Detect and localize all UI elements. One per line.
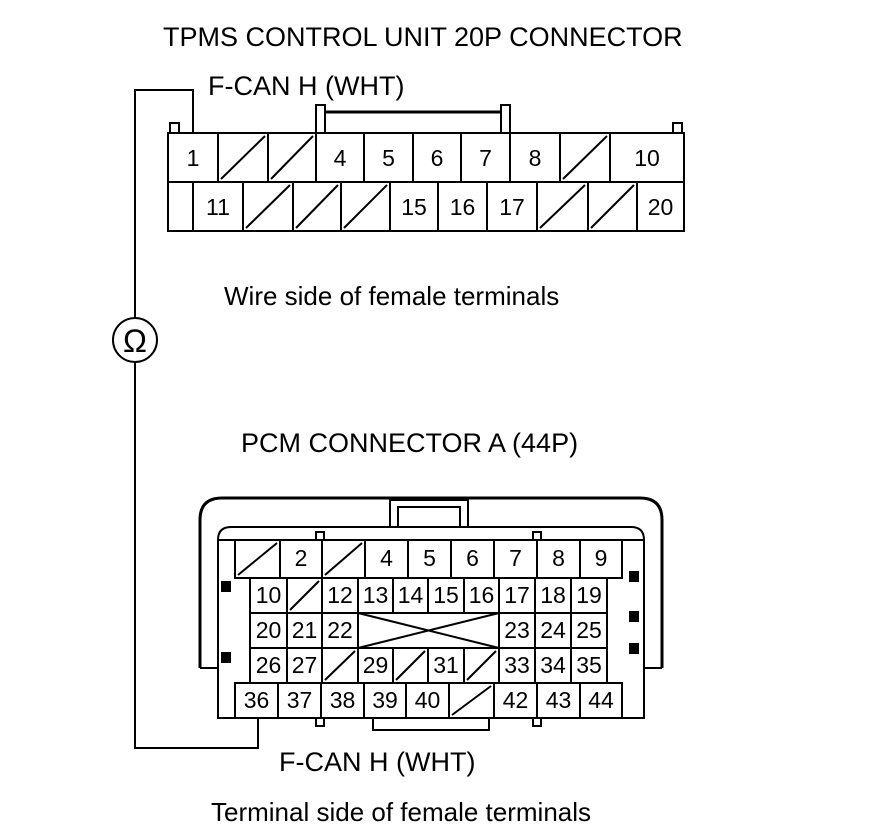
tpms-pin-label: 15 <box>401 194 427 220</box>
pcm-pin-label: 12 <box>327 582 353 608</box>
pcm-pin-label: 31 <box>433 652 459 678</box>
pcm-side-label: Terminal side of female terminals <box>211 797 592 827</box>
pcm-connector-title: PCM CONNECTOR A (44P) <box>241 428 579 458</box>
tpms-pin-label: 8 <box>529 145 542 171</box>
pcm-empty-cavity-slash <box>237 542 278 576</box>
tpms-empty-cavity-slash <box>590 184 635 229</box>
tpms-empty-cavity-slash <box>343 184 388 229</box>
pcm-pin-label: 10 <box>256 582 282 608</box>
tpms-connector <box>167 104 685 232</box>
tpms-lock-post-left <box>315 104 326 134</box>
ohmmeter-icon <box>112 317 158 363</box>
pcm-pin-label: 21 <box>292 617 318 643</box>
pcm-blocked-area-cross <box>357 612 500 649</box>
pcm-empty-cavity-slash <box>466 650 497 681</box>
ohm-symbol: Ω <box>123 323 147 359</box>
tpms-empty-cavity-slash <box>270 135 314 180</box>
pcm-pin-label: 4 <box>380 545 393 571</box>
pcm-pin-label: 9 <box>595 545 608 571</box>
pcm-pin-label: 22 <box>327 617 353 643</box>
pcm-bottom-key <box>372 717 490 731</box>
tpms-pin-label: 1 <box>187 145 200 171</box>
pcm-pin-label: 33 <box>504 652 530 678</box>
pcm-pin-label: 18 <box>540 582 566 608</box>
pcm-pin-label: 24 <box>540 617 566 643</box>
tpms-pin-label: 4 <box>334 145 347 171</box>
tpms-pin-label: 20 <box>648 194 674 220</box>
pcm-empty-cavity-slash <box>395 650 426 681</box>
pcm-pin-label: 36 <box>244 687 270 713</box>
pcm-pin-label: 37 <box>287 687 313 713</box>
tpms-right-tab <box>672 122 683 134</box>
meter-wire <box>112 89 259 749</box>
pcm-pin-label: 23 <box>504 617 530 643</box>
pcm-pin-label: 43 <box>546 687 572 713</box>
pcm-pin-label: 34 <box>540 652 566 678</box>
pcm-pin-label: 16 <box>469 582 495 608</box>
pcm-pin-label: 6 <box>466 545 479 571</box>
tpms-empty-cavity-slash <box>245 184 291 229</box>
tpms-probe-wire <box>134 89 194 318</box>
pcm-pin-label: 42 <box>503 687 529 713</box>
pcm-pin-label: 2 <box>295 545 308 571</box>
tpms-empty-cavity-slash <box>562 135 608 180</box>
pcm-connector <box>198 496 664 731</box>
pcm-pin-label: 5 <box>423 545 436 571</box>
pcm-pin-label: 44 <box>588 687 614 713</box>
pcm-outer-shroud <box>198 496 664 668</box>
tpms-left-tab <box>169 122 180 134</box>
pcm-pin-label: 29 <box>363 652 389 678</box>
tpms-wire-label: F-CAN H (WHT) <box>208 71 405 101</box>
pcm-pin-label: 17 <box>504 582 530 608</box>
tpms-empty-cavity-slash <box>220 135 266 180</box>
tpms-pin-label: 7 <box>479 145 492 171</box>
pcm-empty-cavity-slash <box>324 650 356 681</box>
pcm-pin-label: 19 <box>576 582 602 608</box>
pcm-pin-label: 14 <box>398 582 424 608</box>
tpms-pin-label: 11 <box>206 194 230 220</box>
pcm-pin-label: 26 <box>256 652 282 678</box>
tpms-lock-post-right <box>500 104 511 134</box>
tpms-empty-cavity-slash <box>539 184 586 229</box>
pcm-pin-label: 8 <box>552 545 565 571</box>
tpms-side-label: Wire side of female terminals <box>224 281 560 311</box>
pcm-wire-label: F-CAN H (WHT) <box>279 747 476 777</box>
pcm-pin-label: 35 <box>576 652 602 678</box>
tpms-pin-label: 17 <box>499 194 525 220</box>
pcm-pin-label: 20 <box>256 617 282 643</box>
tpms-pin-label: 6 <box>431 145 444 171</box>
tpms-pin-label: 10 <box>634 145 660 171</box>
pcm-empty-cavity-slash <box>324 542 363 576</box>
pcm-pin-label: 39 <box>372 687 398 713</box>
pcm-probe-wire <box>134 362 259 749</box>
pcm-empty-cavity-slash <box>289 580 320 611</box>
pcm-pin-label: 27 <box>292 652 318 678</box>
tpms-empty-cavity-slash <box>295 184 339 229</box>
tpms-pin-label: 5 <box>382 145 395 171</box>
pcm-pin-label: 38 <box>330 687 356 713</box>
pcm-empty-cavity-slash <box>451 685 492 716</box>
tpms-pin-label: 16 <box>450 194 476 220</box>
pcm-pin-label: 15 <box>433 582 459 608</box>
pcm-pin-label: 40 <box>415 687 441 713</box>
tpms-connector-title: TPMS CONTROL UNIT 20P CONNECTOR <box>163 22 683 52</box>
pcm-pin-label: 7 <box>509 545 522 571</box>
pcm-pin-label: 13 <box>363 582 389 608</box>
pcm-pin-label: 25 <box>576 617 602 643</box>
